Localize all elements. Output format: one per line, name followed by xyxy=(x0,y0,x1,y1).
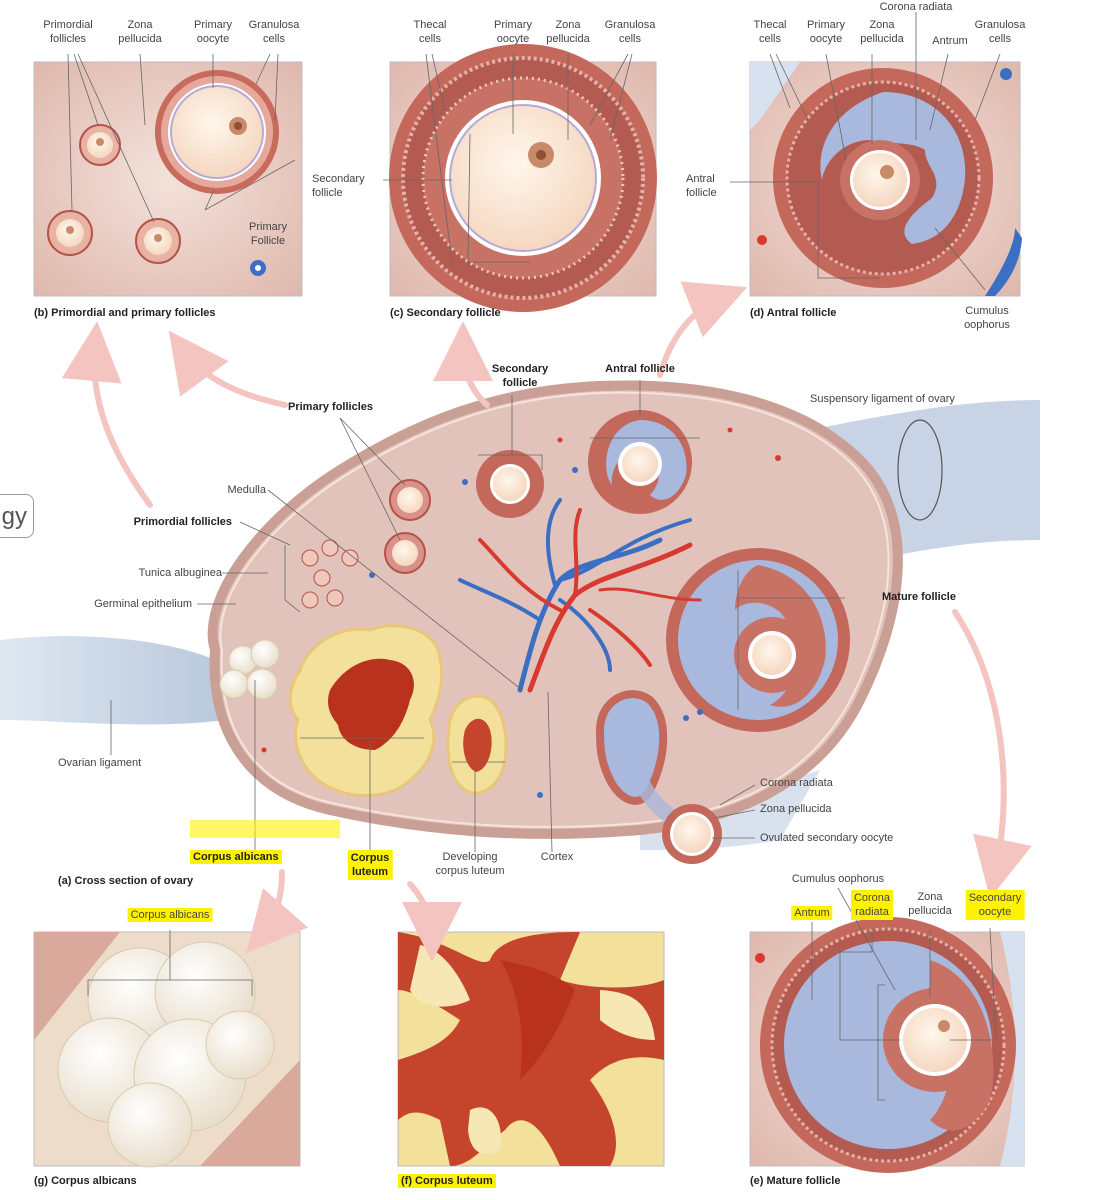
label-corpus-albicans-g-wrap: Corpus albicans xyxy=(127,908,213,922)
connector-arrows xyxy=(61,281,1032,962)
panel-c-artwork xyxy=(383,44,657,312)
label-corona-radiata-d: Corona radiata xyxy=(879,1,953,13)
label-tunica-albuginea: Tunica albuginea xyxy=(138,567,222,579)
label-primary-follicles-a: Primary follicles xyxy=(288,401,373,413)
label-medulla: Medulla xyxy=(227,484,266,496)
label-cortex: Cortex xyxy=(540,851,574,863)
label-germinal-epithelium: Germinal epithelium xyxy=(94,598,192,610)
label-antrum-d: Antrum xyxy=(932,35,968,47)
panel-b-artwork xyxy=(33,53,303,297)
panel-f-artwork xyxy=(397,931,665,1167)
label-ovulated-secondary-oocyte: Ovulated secondary oocyte xyxy=(760,832,894,844)
caption-panel-f-wrap: (f) Corpus luteum xyxy=(398,1174,496,1188)
caption-panel-g: (g) Corpus albicans xyxy=(34,1175,137,1187)
label-corona-radiata-a: Corona radiata xyxy=(760,777,833,789)
label-corpus-albicans-g: Corpus albicans xyxy=(127,908,213,922)
caption-panel-f: (f) Corpus luteum xyxy=(398,1174,496,1188)
label-antral-follicle-a: Antral follicle xyxy=(605,363,675,375)
corner-tab: gy xyxy=(0,494,34,538)
label-primordial-follicles-a: Primordial follicles xyxy=(133,516,232,528)
panel-d-artwork xyxy=(730,12,1022,297)
label-corpus-albicans-a: Corpus albicans xyxy=(190,850,282,864)
panel-g-artwork xyxy=(33,930,301,1168)
label-antrum-e: Antrum xyxy=(791,906,833,920)
label-cumulus-oophorus-e: Cumulus oophorus xyxy=(791,873,885,885)
panel-e-artwork xyxy=(749,887,1025,1173)
caption-panel-e: (e) Mature follicle xyxy=(750,1175,841,1187)
label-antrum-e-wrap: Antrum xyxy=(791,906,833,920)
label-ovarian-ligament: Ovarian ligament xyxy=(58,757,142,769)
label-corpus-albicans-a-wrap: Corpus albicans xyxy=(190,850,282,864)
label-mature-follicle-a: Mature follicle xyxy=(882,591,956,603)
caption-panel-a: (a) Cross section of ovary xyxy=(58,875,194,887)
panel-a-artwork xyxy=(0,380,1040,864)
caption-panel-c: (c) Secondary follicle xyxy=(390,307,501,319)
caption-panel-d: (d) Antral follicle xyxy=(750,307,837,319)
label-suspensory-ligament: Suspensory ligament of ovary xyxy=(810,393,955,405)
label-zona-pellucida-a: Zona pellucida xyxy=(760,803,832,815)
caption-panel-b: (b) Primordial and primary follicles xyxy=(34,307,216,319)
